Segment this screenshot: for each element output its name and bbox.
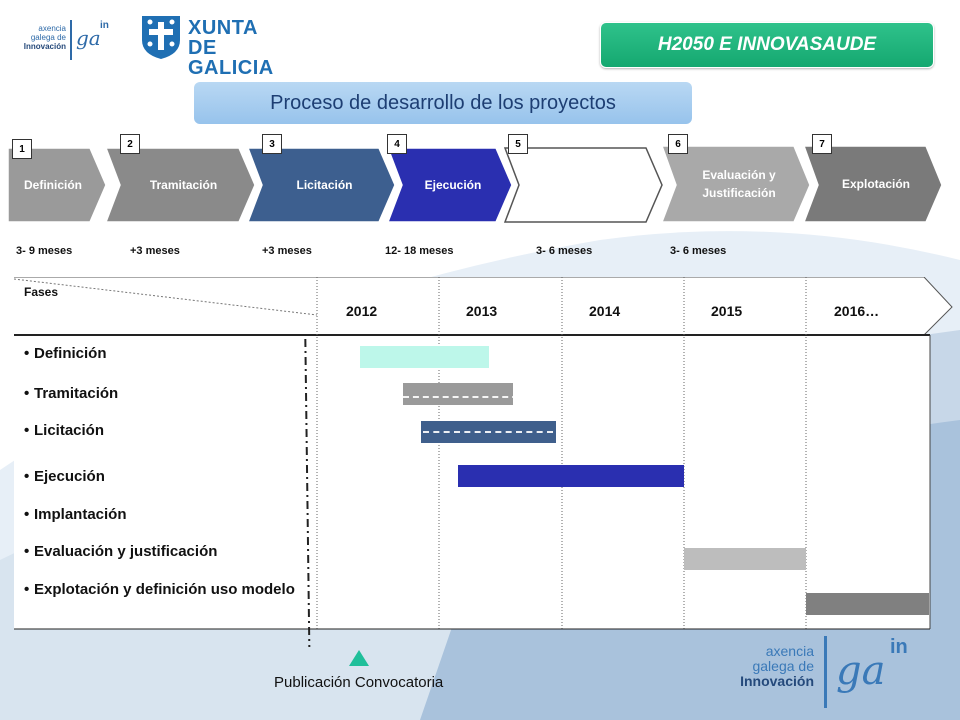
phase-label: Licitación: [24, 421, 304, 440]
process-step-5: [503, 147, 663, 223]
duration-label: 12- 18 meses: [385, 245, 454, 257]
year-label: 2014: [589, 303, 621, 319]
process-step-label-1: Definición: [23, 178, 82, 192]
duration-label: 3- 6 meses: [670, 245, 727, 257]
program-badge: H2050 E INNOVASAUDE: [600, 22, 934, 68]
phase-label: Ejecución: [24, 467, 304, 486]
process-step-2: [104, 147, 256, 223]
corner-diagonal: [14, 278, 318, 316]
process-step-number-1: 1: [12, 139, 32, 159]
gantt-bar-4: [458, 465, 685, 487]
gantt-bar-2: [403, 383, 514, 405]
process-step-number-6: 6: [668, 134, 688, 154]
agi-logo: axencia galega de Innovación ga in: [14, 20, 124, 60]
duration-label: 3- 9 meses: [16, 245, 73, 257]
process-step-number-2: 2: [120, 134, 140, 154]
agi-footer-line3: Innovación: [740, 673, 814, 689]
phase-label: Evaluación y justificación: [24, 542, 304, 561]
process-step-label-3: Licitación: [296, 178, 353, 192]
process-chevrons: [7, 145, 943, 223]
agi-footer-mark-sup: in: [890, 636, 908, 658]
year-label: 2013: [466, 303, 498, 319]
convocatoria-label: Publicación Convocatoria: [274, 674, 444, 691]
gantt-table: Fases 2012 2013 2014 2015 2016… DefiniciónTr…: [14, 277, 953, 648]
gantt-bar-5: [684, 548, 807, 570]
process-step-number-4: 4: [387, 134, 407, 154]
duration-label: 3- 6 meses: [536, 245, 593, 257]
agi-logo-line3: Innovación: [23, 42, 66, 51]
agi-logo-mark: ga: [76, 26, 101, 50]
process-step-number-5: 5: [508, 134, 528, 154]
duration-label: +3 meses: [130, 245, 180, 257]
process-step-3: [246, 147, 396, 223]
process-step-number-3: 3: [262, 134, 282, 154]
year-label: 2016…: [834, 303, 880, 319]
process-step-label-2: Tramitación: [149, 178, 218, 192]
agi-logo-line1: axencia: [38, 24, 66, 33]
agi-footer-line1: axencia: [765, 643, 814, 659]
process-step-label-5: [519, 148, 654, 222]
process-step-label-4: Ejecución: [424, 178, 482, 192]
gantt-bar-1: [360, 346, 489, 368]
xunta-logo-line1: XUNTA: [188, 17, 258, 39]
year-label: 2015: [711, 303, 743, 319]
duration-label: +3 meses: [262, 245, 312, 257]
process-step-1: [7, 147, 107, 223]
process-step-number-7: 7: [812, 134, 832, 154]
xunta-shield-icon: [142, 16, 180, 59]
process-step-4: [386, 147, 513, 223]
convocatoria-marker-icon: [349, 650, 369, 666]
agi-footer-mark: ga: [836, 648, 886, 694]
phase-label: Definición: [24, 344, 304, 363]
agi-logo-footer: axencia galega de Innovación ga in: [728, 634, 928, 712]
agi-footer-line2: galega de: [752, 658, 814, 674]
process-title: Proceso de desarrollo de los proyectos: [194, 82, 692, 124]
tramitacion-extension-dash: [403, 396, 539, 398]
agi-logo-mark-sup: in: [100, 20, 109, 31]
agi-logo-line2: galega de: [30, 33, 66, 42]
licitacion-dash: [423, 431, 554, 433]
process-step-label-6: Evaluación y Justificación: [702, 168, 776, 200]
phase-label: Implantación: [24, 505, 304, 524]
xunta-logo-line2: DE GALICIA: [188, 37, 274, 79]
gantt-bar-6: [806, 593, 929, 615]
phase-label: Explotación y definición uso modelo: [24, 580, 304, 599]
process-step-7: [802, 145, 943, 223]
convocatoria-line: [304, 338, 311, 648]
xunta-logo: XUNTA DE GALICIA: [140, 14, 300, 78]
process-step-6: [660, 145, 811, 223]
year-label: 2012: [346, 303, 378, 319]
phases-corner-label: Fases: [24, 285, 59, 299]
phase-label: Tramitación: [24, 384, 304, 403]
process-step-label-7: Explotación: [841, 177, 910, 191]
